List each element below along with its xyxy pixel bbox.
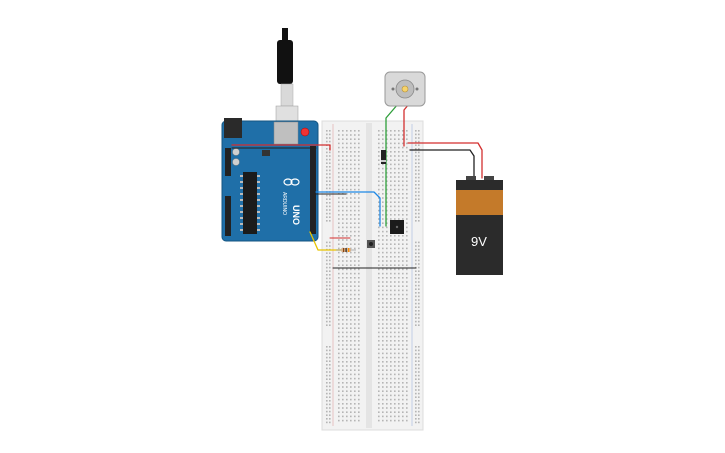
transistor[interactable] bbox=[390, 220, 404, 234]
power-header bbox=[225, 148, 231, 176]
diode[interactable] bbox=[381, 150, 386, 164]
usb-port bbox=[273, 121, 299, 145]
arduino-logo bbox=[283, 178, 300, 186]
wire-red-5v bbox=[231, 144, 331, 151]
breadboard-holes bbox=[326, 130, 420, 424]
battery-9v[interactable]: 9V bbox=[456, 176, 503, 275]
digital-header bbox=[310, 146, 316, 234]
battery-voltage-label: 9V bbox=[471, 234, 487, 249]
reset-button-icon bbox=[300, 127, 310, 137]
wire-battery-black bbox=[409, 149, 475, 179]
motor-shaft-icon bbox=[401, 85, 409, 93]
resistor[interactable] bbox=[336, 248, 356, 252]
capacitor-icon bbox=[232, 148, 240, 156]
capacitor-icon bbox=[232, 158, 240, 166]
board-brand-label: ARDUINO bbox=[281, 192, 287, 215]
board-model-label: UNO bbox=[291, 205, 301, 225]
arduino-uno-board[interactable]: UNO ARDUINO bbox=[221, 118, 319, 242]
dc-motor[interactable] bbox=[384, 71, 426, 107]
wire-battery-red bbox=[407, 142, 483, 179]
wires bbox=[231, 103, 483, 269]
wire-green-motor bbox=[385, 103, 399, 227]
wire-blue-signal bbox=[315, 191, 381, 227]
atmega-chip bbox=[243, 172, 257, 234]
push-button[interactable] bbox=[367, 240, 375, 248]
power-jack bbox=[224, 118, 242, 138]
analog-header bbox=[225, 196, 231, 236]
breadboard[interactable] bbox=[321, 120, 424, 431]
